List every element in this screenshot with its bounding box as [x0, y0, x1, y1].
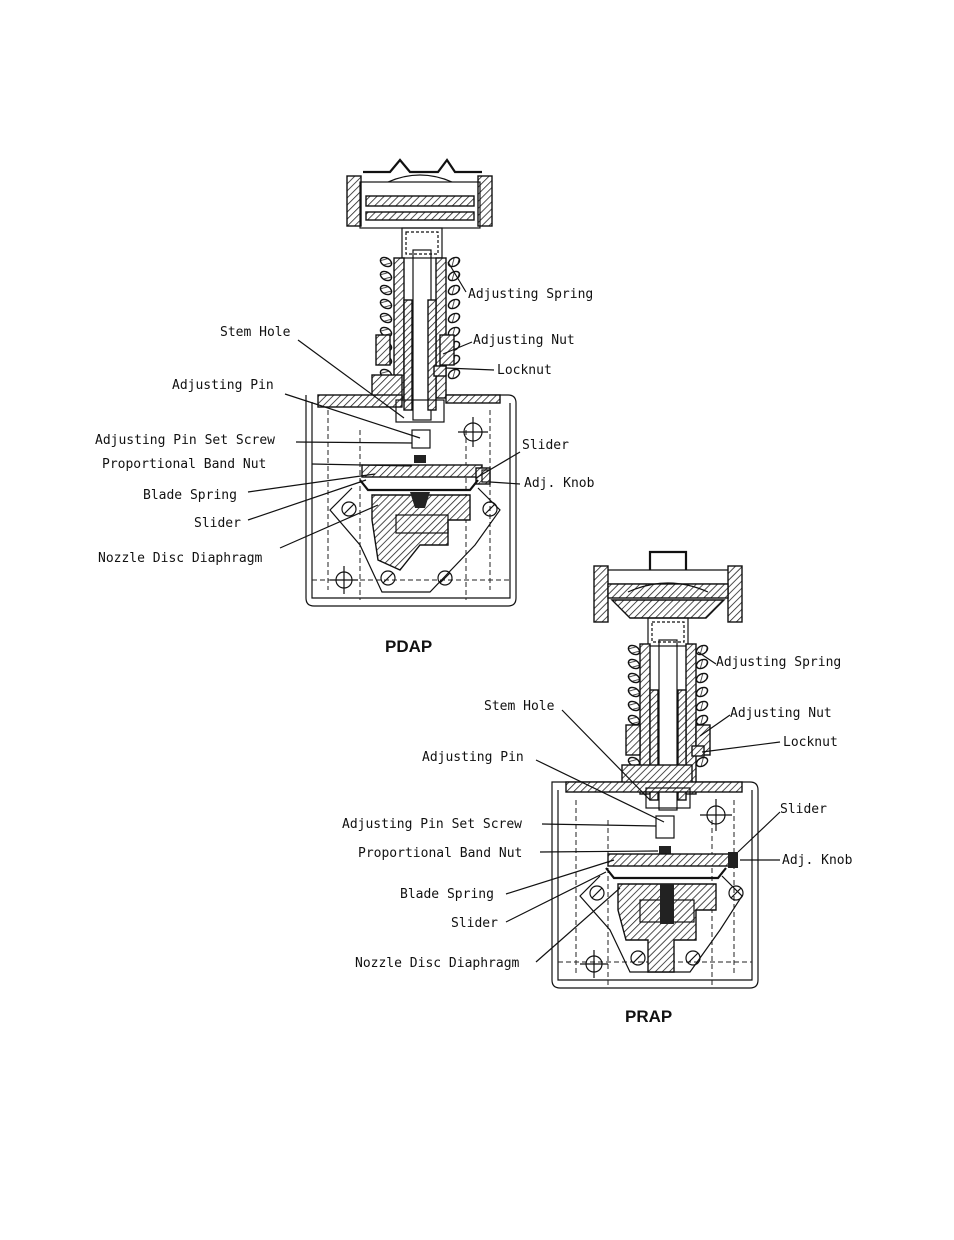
prap-label-nozzle-disc-diaphragm: Nozzle Disc Diaphragm [355, 956, 520, 971]
pdap-label-slider-left: Slider [194, 516, 241, 531]
spring-coil [695, 658, 709, 670]
pdap-label-adjusting-pin-set-screw: Adjusting Pin Set Screw [95, 433, 275, 448]
spring-coil [447, 256, 461, 268]
prap-label-adj-knob: Adj. Knob [782, 853, 853, 868]
spring-coil [379, 256, 393, 268]
pdap-top-head [346, 158, 493, 229]
pdap-label-adjusting-pin: Adjusting Pin [172, 378, 274, 393]
spring-coil [695, 756, 709, 768]
prap-label-adjusting-pin-set-screw: Adjusting Pin Set Screw [342, 817, 522, 832]
spring-coil [447, 312, 461, 324]
spring-coil [379, 284, 393, 296]
pdap-label-slider-right: Slider [522, 438, 569, 453]
pdap-label-locknut: Locknut [497, 363, 552, 378]
prap-label-slider-left: Slider [451, 916, 498, 931]
spring-coil [627, 672, 641, 684]
prap-label-locknut: Locknut [783, 735, 838, 750]
prap-label-stem-hole: Stem Hole [484, 699, 555, 714]
spring-coil [627, 686, 641, 698]
prap-spring-column [625, 617, 711, 811]
spring-coil [627, 644, 641, 656]
spring-coil [627, 700, 641, 712]
spring-coil [695, 672, 709, 684]
pdap-leader-lines [247, 261, 521, 549]
prap-label-slider-right: Slider [780, 802, 827, 817]
spring-coil [695, 686, 709, 698]
spring-coil [447, 284, 461, 296]
pdap-label-adjusting-spring: Adjusting Spring [468, 287, 593, 302]
spring-coil [447, 270, 461, 282]
pdap-body [305, 374, 517, 607]
prap-label-adjusting-pin: Adjusting Pin [422, 750, 524, 765]
spring-coil [627, 658, 641, 670]
pdap-assembly: Adjusting Spring Stem Hole Adjusting Nut… [95, 158, 595, 656]
pdap-mechanism [329, 429, 501, 593]
pdap-label-stem-hole: Stem Hole [220, 325, 291, 340]
pdap-title: PDAP [385, 637, 432, 656]
spring-coil [379, 312, 393, 324]
spring-coil [379, 298, 393, 310]
prap-leader-lines [505, 651, 781, 963]
prap-label-adjusting-spring: Adjusting Spring [716, 655, 841, 670]
spring-coil [379, 270, 393, 282]
spring-coil [695, 714, 709, 726]
pdap-spring-column [375, 227, 461, 421]
pdap-label-adjusting-nut: Adjusting Nut [473, 333, 575, 348]
pdap-label-blade-spring: Blade Spring [143, 488, 237, 503]
prap-label-blade-spring: Blade Spring [400, 887, 494, 902]
pdap-label-nozzle-disc-diaphragm: Nozzle Disc Diaphragm [98, 551, 263, 566]
spring-coil [447, 298, 461, 310]
pdap-label-proportional-band-nut: Proportional Band Nut [102, 457, 266, 472]
prap-title: PRAP [625, 1007, 672, 1026]
prap-label-proportional-band-nut: Proportional Band Nut [358, 846, 522, 861]
pdap-label-adj-knob: Adj. Knob [524, 476, 595, 491]
prap-mechanism [579, 815, 744, 973]
spring-coil [627, 714, 641, 726]
prap-assembly: Adjusting Spring Stem Hole Adjusting Nut… [342, 550, 853, 1026]
spring-coil [447, 368, 461, 380]
spring-coil [695, 700, 709, 712]
prap-label-adjusting-nut: Adjusting Nut [730, 706, 832, 721]
prap-top-head [593, 550, 743, 623]
